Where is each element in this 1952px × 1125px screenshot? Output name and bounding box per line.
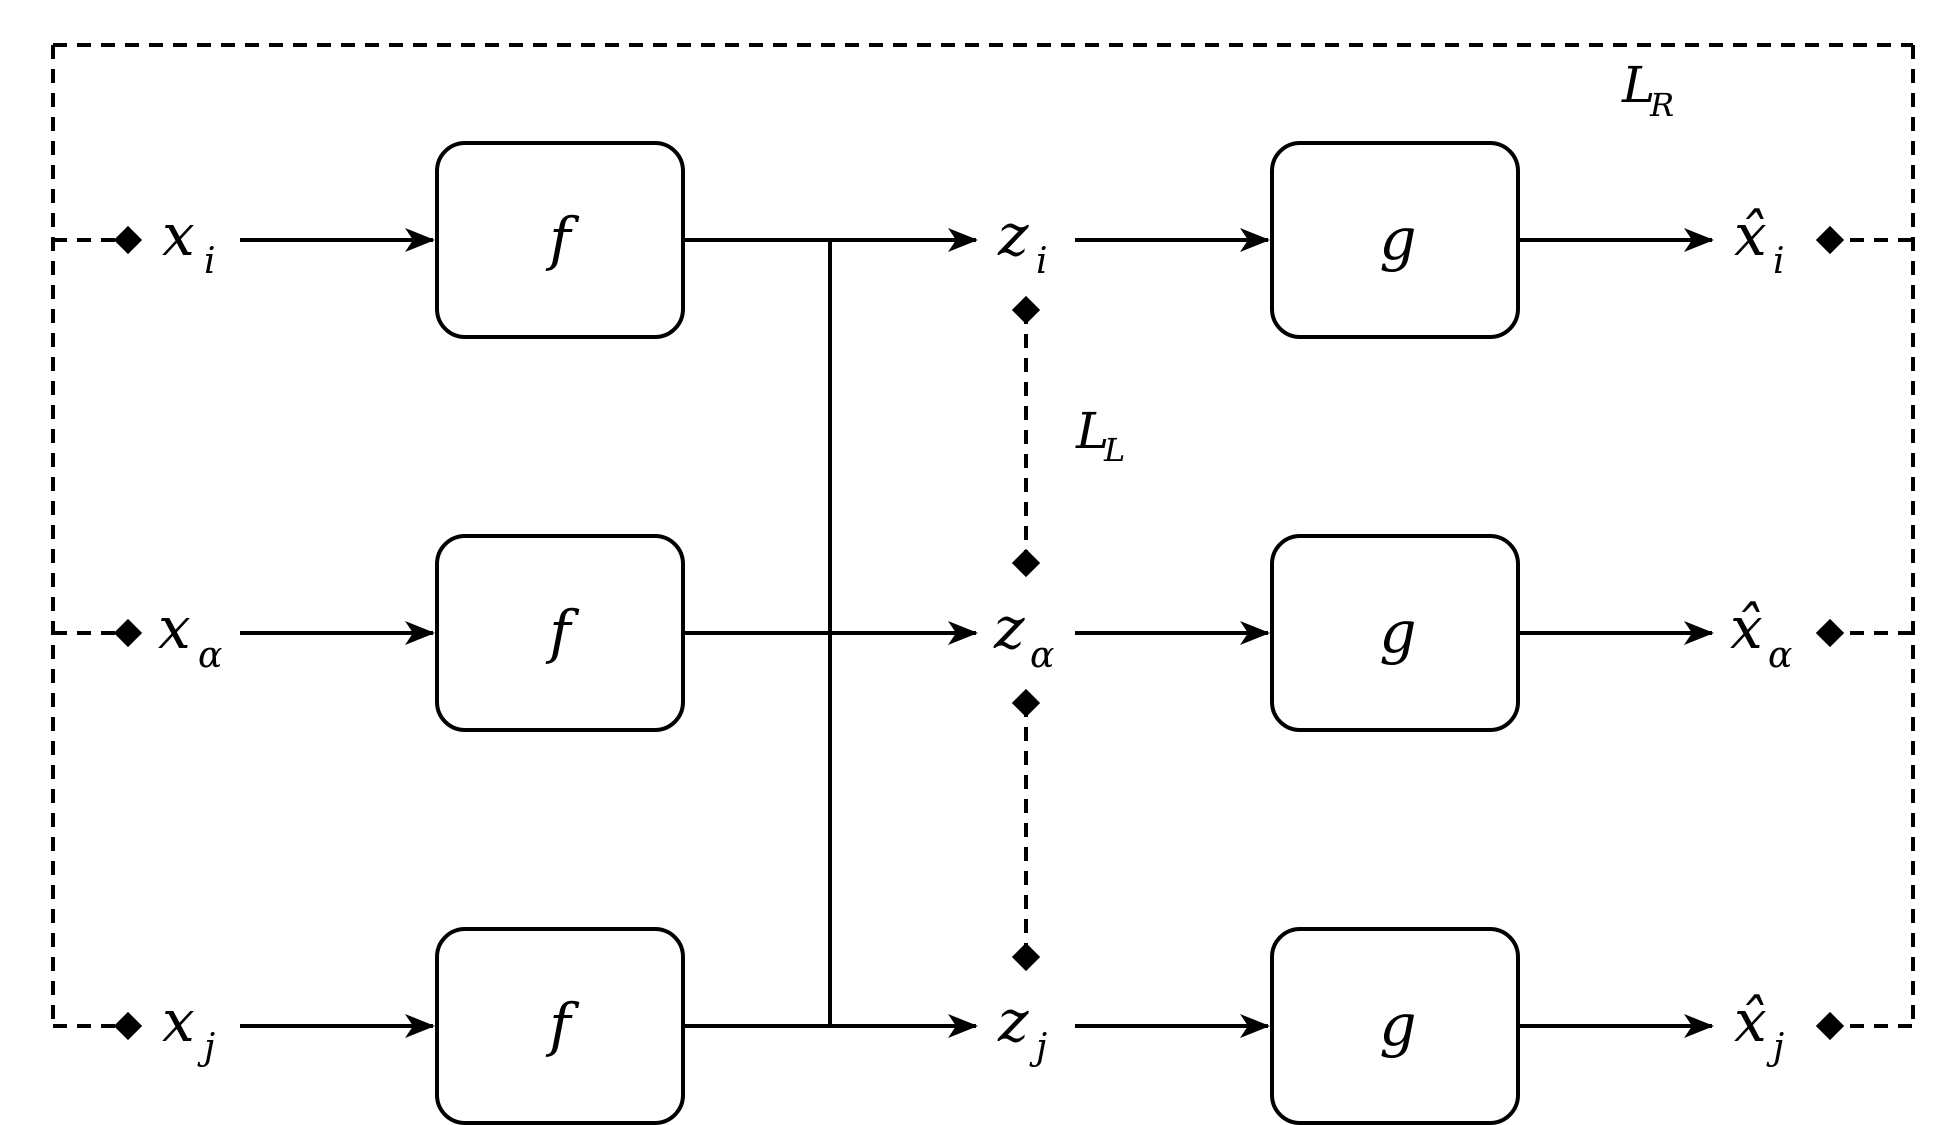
svg-text:x: x <box>162 987 195 1055</box>
output-diamond <box>1815 225 1845 255</box>
svg-text:x̂: x̂ <box>1734 987 1767 1055</box>
input-label: x j <box>162 987 215 1068</box>
svg-text:x̂: x̂ <box>1730 594 1763 662</box>
output-diamond <box>1815 1011 1845 1041</box>
latent-loss-diamond <box>1011 942 1041 972</box>
svg-text:x: x <box>162 201 195 269</box>
svg-text:z: z <box>993 594 1025 662</box>
latent-label: z j <box>997 987 1047 1068</box>
row-i: x i f z i g x̂ i <box>113 141 1845 339</box>
input-diamond <box>113 1011 143 1041</box>
latent-loss-label: L L <box>1075 402 1125 469</box>
input-label: x α <box>158 594 222 676</box>
output-label: x̂ α <box>1730 594 1792 676</box>
svg-text:α: α <box>1768 635 1792 676</box>
input-diamond <box>113 618 143 648</box>
latent-loss-diamond <box>1011 295 1041 325</box>
output-diamond <box>1815 618 1845 648</box>
output-label: x̂ j <box>1734 987 1784 1068</box>
output-label: x̂ i <box>1734 201 1785 282</box>
svg-text:x̂: x̂ <box>1734 201 1767 269</box>
svg-text:L: L <box>1103 431 1125 469</box>
svg-text:α: α <box>1030 635 1054 676</box>
reconstruction-loss-frame <box>51 43 1915 1028</box>
latent-loss-diamond <box>1011 688 1041 718</box>
latent-loss-diamond <box>1011 548 1041 578</box>
input-diamond <box>113 225 143 255</box>
svg-text:i: i <box>204 241 216 282</box>
svg-text:α: α <box>198 635 222 676</box>
latent-label: z α <box>993 594 1054 676</box>
input-label: x i <box>162 201 216 282</box>
svg-text:j: j <box>197 1027 215 1068</box>
row-j: x j f z j g x̂ j <box>113 927 1845 1125</box>
svg-text:x: x <box>158 594 191 662</box>
reconstruction-loss-label: L R <box>1621 56 1674 124</box>
row-alpha: x α f z α g x̂ α <box>113 534 1845 732</box>
latent-loss-links <box>1011 295 1041 972</box>
svg-text:L: L <box>1621 56 1655 114</box>
svg-text:j: j <box>1029 1027 1047 1068</box>
latent-label: z i <box>997 201 1048 282</box>
decoder-label: g <box>1379 991 1416 1059</box>
decoder-label: g <box>1379 205 1416 273</box>
svg-text:i: i <box>1773 241 1785 282</box>
svg-text:z: z <box>997 201 1029 269</box>
svg-text:i: i <box>1036 241 1048 282</box>
decoder-label: g <box>1379 598 1416 666</box>
svg-text:z: z <box>997 987 1029 1055</box>
svg-text:R: R <box>1649 86 1674 124</box>
svg-text:L: L <box>1075 402 1109 460</box>
svg-text:j: j <box>1766 1027 1784 1068</box>
